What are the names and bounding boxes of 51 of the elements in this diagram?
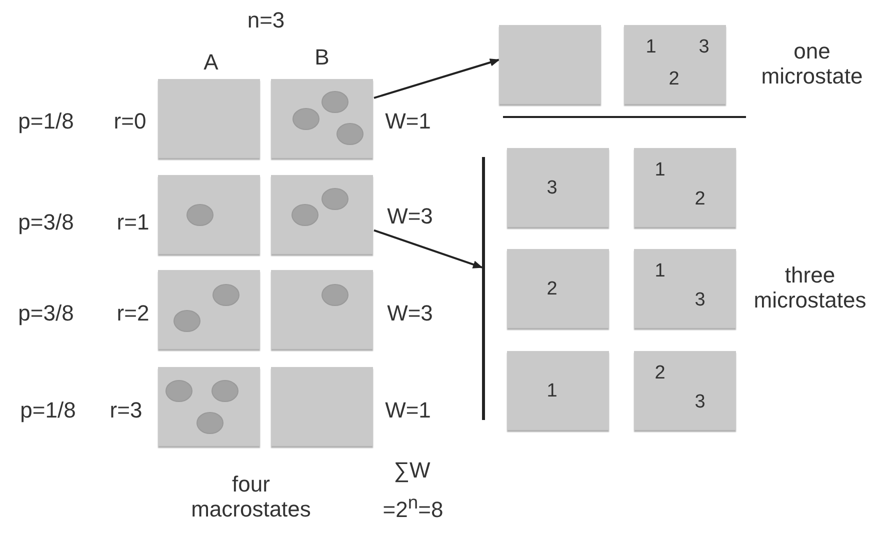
ball-number: 1 <box>654 160 666 180</box>
ball-number: 1 <box>654 262 666 280</box>
state-box <box>507 351 609 430</box>
ball-number: 2 <box>668 70 680 88</box>
arrow <box>374 229 483 268</box>
ball-number: 1 <box>646 38 656 56</box>
state-box <box>271 79 373 158</box>
ball-number: 2 <box>694 190 706 208</box>
text-label: r=2 <box>116 300 150 326</box>
ball-number: 3 <box>694 290 706 310</box>
text-label: ∑W <box>394 457 430 483</box>
text-label: W=1 <box>385 397 431 423</box>
ball-number: 3 <box>546 178 558 198</box>
state-box <box>634 249 736 328</box>
text-label: W=1 <box>385 108 431 134</box>
text-label: W=3 <box>387 300 433 326</box>
state-box <box>158 270 260 349</box>
state-box <box>271 270 373 349</box>
state-box <box>634 148 736 227</box>
ball-number: 2 <box>654 364 666 382</box>
state-box <box>507 148 609 227</box>
state-box <box>271 367 373 446</box>
state-box <box>271 175 373 254</box>
text-label: r=0 <box>114 108 146 134</box>
text-label: p=1/8 <box>20 397 76 423</box>
state-box <box>158 79 260 158</box>
state-box <box>158 175 260 254</box>
text-label: A <box>204 49 218 75</box>
text-label: r=3 <box>110 397 142 423</box>
text-label: four macrostates <box>190 472 312 522</box>
state-box <box>499 25 601 104</box>
text-label: three microstates <box>752 262 868 314</box>
text-label: n=3 <box>247 7 285 33</box>
state-box <box>624 25 726 104</box>
state-box <box>634 351 736 430</box>
text-label: p=3/8 <box>18 209 74 235</box>
ball-number: 2 <box>546 280 558 298</box>
text-label: r=1 <box>116 209 150 235</box>
ball-number: 1 <box>546 382 558 400</box>
text-label: =2$^{n}$=8 <box>382 492 444 522</box>
ball-number: 3 <box>698 38 710 56</box>
bracket-line <box>482 157 485 420</box>
state-box <box>158 367 260 446</box>
text-label: p=3/8 <box>18 300 74 326</box>
ball-number: 3 <box>694 392 706 412</box>
state-box <box>507 249 609 328</box>
text-label: B <box>314 44 330 70</box>
arrow <box>374 58 500 99</box>
text-label: one microstate <box>760 38 864 90</box>
text-label: W=3 <box>387 203 433 229</box>
text-label: p=1/8 <box>18 108 74 134</box>
